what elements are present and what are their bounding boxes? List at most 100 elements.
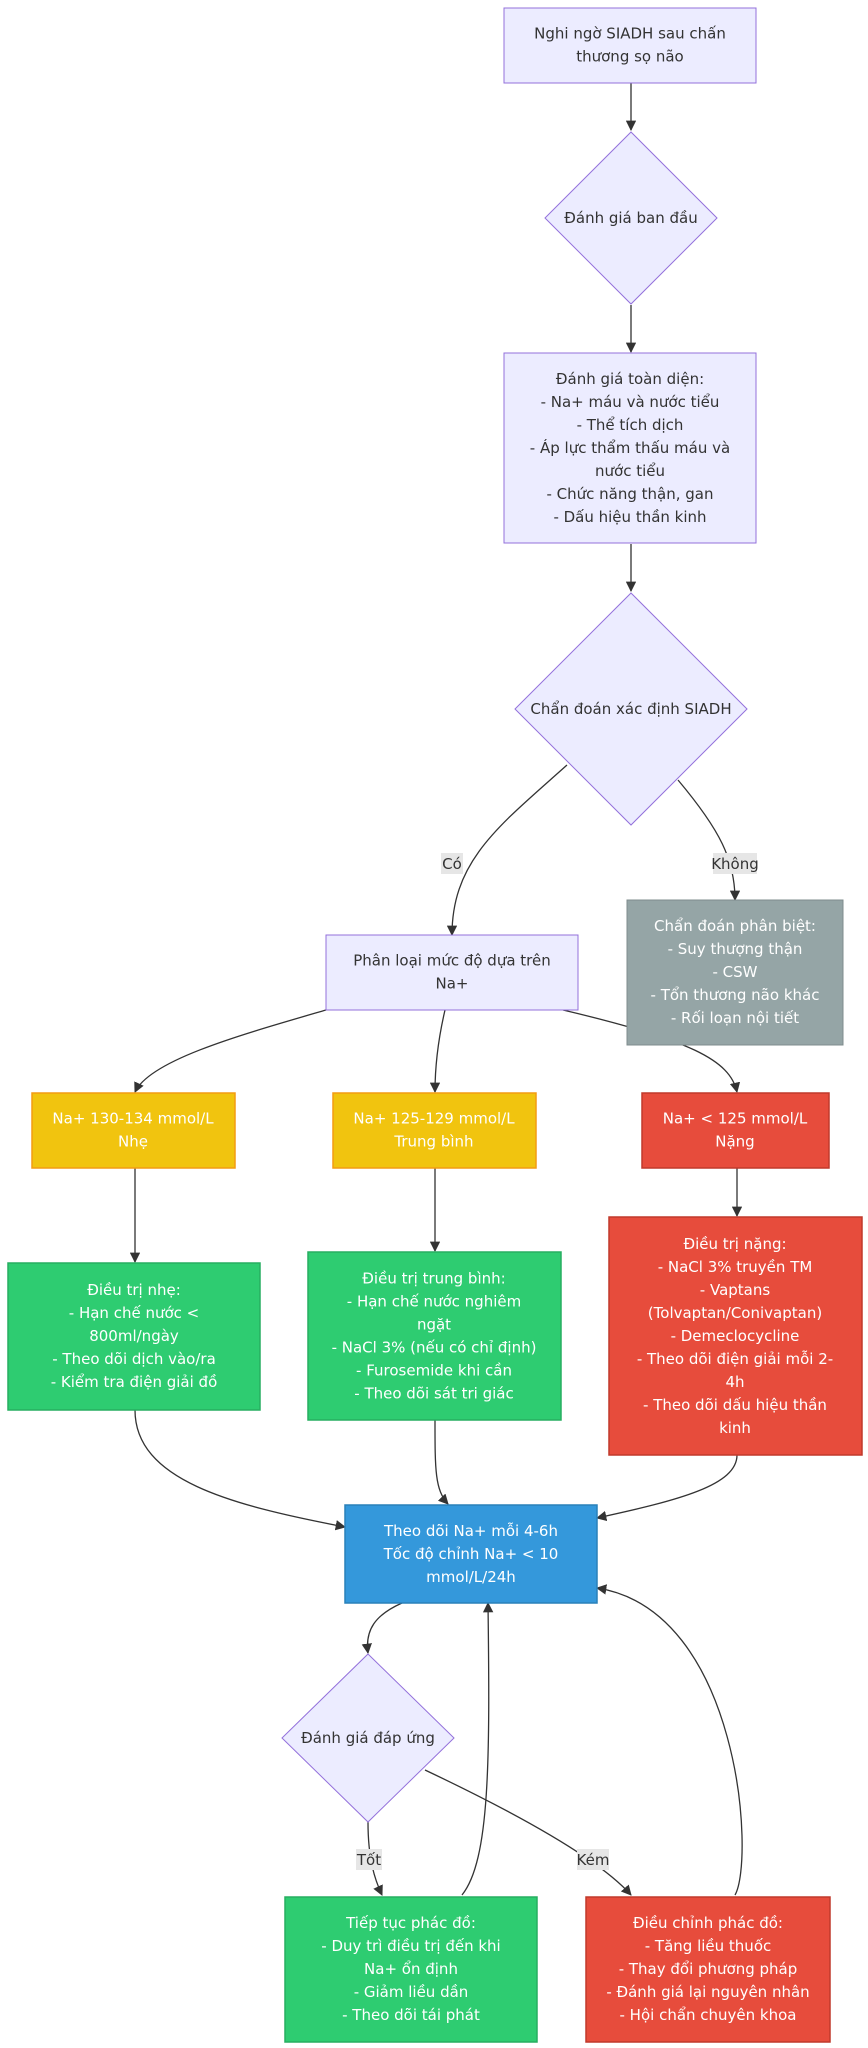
treat-severe-line-3: (Tolvaptan/Conivaptan) — [648, 1304, 822, 1322]
treat-severe-line-5: - Theo dõi điện giải mỗi 2- — [637, 1350, 833, 1368]
comprehensive-line-5: - Chức năng thận, gan — [546, 485, 713, 503]
severe-line-0: Na+ < 125 mmol/L — [663, 1110, 808, 1128]
edge-treatsevere-monitor — [595, 1454, 738, 1522]
response-line-0: Đánh giá đáp ứng — [301, 1729, 435, 1747]
treat-moderate-line-1: - Hạn chế nước nghiêm — [347, 1293, 521, 1311]
differential-line-3: - Tổn thương não khác — [651, 986, 820, 1004]
comprehensive-line-2: - Thể tích dịch — [577, 416, 684, 434]
edge-classify-moderate — [429, 1009, 446, 1094]
node-comprehensive-text: Đánh giá toàn diện:- Na+ máu và nước tiể… — [530, 370, 730, 526]
treat-severe-line-6: 4h — [725, 1373, 744, 1391]
treat-mild-line-3: - Theo dõi dịch vào/ra — [52, 1350, 216, 1368]
treat-severe-line-8: kinh — [719, 1419, 751, 1437]
monitor-line-1: Tốc độ chỉnh Na+ < 10 — [383, 1545, 559, 1563]
treat-mild-line-0: Điều trị nhẹ: — [87, 1281, 181, 1299]
node-differential: Chẩn đoán phân biệt: - Suy thượng thận - C… — [626, 899, 844, 1046]
mild-line-0: Na+ 130-134 mmol/L — [52, 1110, 214, 1128]
continue-line-1: - Duy trì điều trị đến khi — [321, 1937, 500, 1955]
edge-label-poor-text: Kém — [577, 1851, 610, 1869]
node-adjust-text: Điều chỉnh phác đồ:- Tăng liều thuốc- Th… — [606, 1914, 809, 2024]
continue-line-3: - Giảm liều dần — [354, 1983, 469, 2001]
edge-classify-severe — [562, 1009, 741, 1094]
edge-label-good: Tốt — [356, 1849, 382, 1870]
edge-label-yes: Có — [441, 853, 463, 874]
adjust-line-2: - Thay đổi phương pháp — [619, 1960, 798, 1978]
treat-moderate-line-4: - Furosemide khi cần — [356, 1362, 512, 1380]
classify-line-0: Phân loại mức độ dựa trên — [353, 952, 551, 970]
node-differential-text: Chẩn đoán phân biệt: - Suy thượng thận - C… — [651, 917, 820, 1027]
continue-line-4: - Theo dõi tái phát — [342, 2006, 480, 2024]
node-treat-mild-text: Điều trị nhẹ: - Hạn chế nước < 800ml/ngày -… — [51, 1281, 218, 1391]
node-treat-severe-text: Điều trị nặng: - NaCl 3% truyền TM - Vapta… — [637, 1235, 833, 1437]
node-adjust: Điều chỉnh phác đồ:- Tăng liều thuốc- Th… — [585, 1896, 831, 2043]
initial-eval-line-0: Đánh giá ban đầu — [564, 209, 697, 227]
comprehensive-line-4: nước tiểu — [595, 462, 665, 480]
comprehensive-line-3: - Áp lực thẩm thấu máu và — [530, 438, 730, 457]
edge-label-no: Không — [711, 853, 759, 874]
severe-line-1: Nặng — [715, 1133, 754, 1151]
treat-severe-line-0: Điều trị nặng: — [683, 1235, 786, 1253]
mild-line-1: Nhẹ — [118, 1133, 148, 1151]
treat-moderate-line-5: - Theo dõi sát tri giác — [354, 1385, 513, 1403]
edge-label-no-text: Không — [711, 855, 759, 873]
edge-treatmoderate-monitor — [434, 1419, 449, 1505]
edge-confirm-differential — [677, 779, 741, 902]
comprehensive-line-1: - Na+ máu và nước tiểu — [541, 393, 720, 411]
confirm-line-0: Chẩn đoán xác định SIADH — [530, 700, 731, 718]
node-treat-moderate-text: Điều trị trung bình:- Hạn chế nước nghiê… — [332, 1270, 537, 1403]
treat-severe-line-1: - NaCl 3% truyền TM — [658, 1258, 813, 1276]
edge-confirm-classify — [446, 764, 568, 937]
treat-mild-line-4: - Kiểm tra điện giải đồ — [51, 1373, 218, 1391]
monitor-line-0: Theo dõi Na+ mỗi 4-6h — [383, 1522, 558, 1540]
node-confirm: Chẩn đoán xác định SIADH — [514, 592, 748, 826]
monitor-line-2: mmol/L/24h — [426, 1568, 516, 1586]
differential-line-0: Chẩn đoán phân biệt: — [654, 917, 816, 935]
node-confirm-text: Chẩn đoán xác định SIADH — [530, 700, 731, 718]
node-treat-moderate: Điều trị trung bình:- Hạn chế nước nghiê… — [307, 1251, 562, 1421]
edge-adjust-monitor — [595, 1584, 743, 1896]
treat-mild-line-1: - Hạn chế nước < — [69, 1304, 199, 1322]
treat-moderate-line-3: - NaCl 3% (nếu có chỉ định) — [332, 1339, 537, 1357]
differential-line-4: - Rối loạn nội tiết — [671, 1009, 799, 1027]
node-continue: Tiếp tục phác đồ: - Duy trì điều trị đến … — [284, 1896, 538, 2043]
edge-label-yes-text: Có — [442, 855, 462, 873]
node-response: Đánh giá đáp ứng — [281, 1653, 455, 1823]
edge-classify-mild — [134, 1009, 327, 1093]
edge-label-good-text: Tốt — [356, 1851, 381, 1869]
edge-continue-monitor — [461, 1601, 494, 1896]
node-severe: Na+ < 125 mmol/L Nặng — [641, 1092, 830, 1169]
adjust-line-4: - Hội chẩn chuyên khoa — [620, 2006, 797, 2024]
node-continue-text: Tiếp tục phác đồ: - Duy trì điều trị đến … — [321, 1914, 500, 2024]
treat-severe-line-4: - Demeclocycline — [671, 1327, 800, 1345]
node-severe-text: Na+ < 125 mmol/L Nặng — [663, 1110, 808, 1151]
node-initial-eval-text: Đánh giá ban đầu — [564, 209, 697, 227]
start-line-1: thương sọ não — [576, 48, 684, 66]
differential-line-1: - Suy thượng thận — [668, 940, 803, 958]
differential-line-2: - CSW — [712, 963, 757, 981]
treat-severe-line-2: - Vaptans — [700, 1281, 771, 1299]
node-response-text: Đánh giá đáp ứng — [301, 1729, 435, 1747]
treat-moderate-line-2: ngặt — [417, 1316, 451, 1334]
moderate-line-0: Na+ 125-129 mmol/L — [353, 1110, 515, 1128]
edge-treatmild-monitor — [134, 1409, 347, 1531]
classify-line-1: Na+ — [436, 975, 469, 993]
edge-response-adjust — [424, 1769, 632, 1896]
treat-mild-line-2: 800ml/ngày — [89, 1327, 179, 1345]
continue-line-2: Na+ ổn định — [364, 1960, 458, 1978]
edge-monitor-response — [361, 1602, 403, 1655]
node-treat-mild: Điều trị nhẹ: - Hạn chế nước < 800ml/ngày -… — [7, 1262, 261, 1411]
adjust-line-3: - Đánh giá lại nguyên nhân — [606, 1983, 809, 2001]
node-comprehensive: Đánh giá toàn diện:- Na+ máu và nước tiể… — [503, 352, 757, 544]
continue-line-0: Tiếp tục phác đồ: — [345, 1914, 476, 1932]
treat-severe-line-7: - Theo dõi dấu hiệu thần — [643, 1396, 827, 1414]
adjust-line-1: - Tăng liều thuốc — [645, 1937, 772, 1955]
